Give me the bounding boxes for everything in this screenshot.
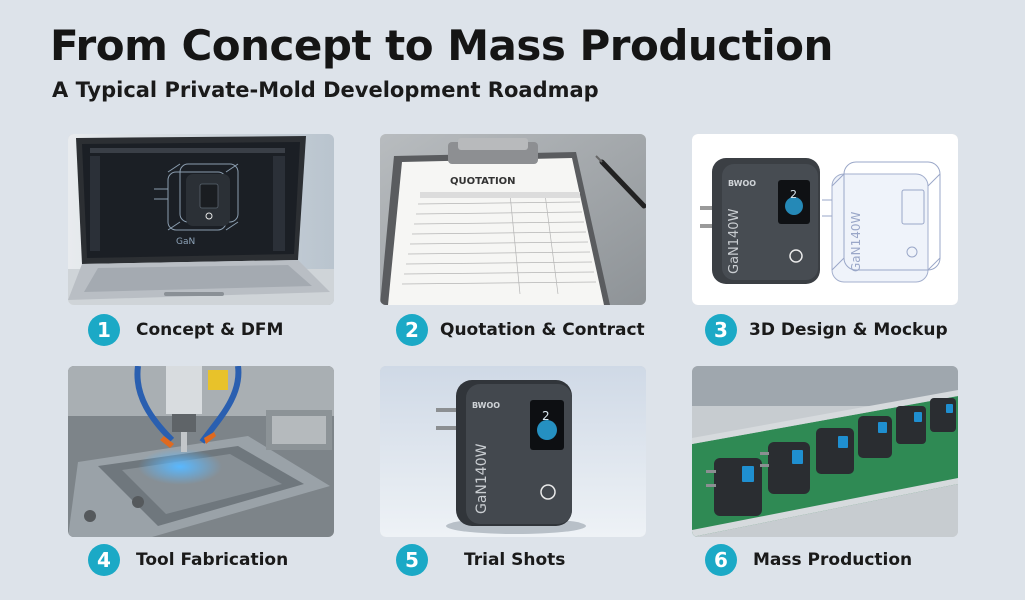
- page-subtitle: A Typical Private-Mold Development Roadm…: [52, 78, 599, 102]
- page-title: From Concept to Mass Production: [50, 21, 833, 70]
- concept-dfm-image: GaN: [68, 134, 334, 305]
- step-tool-fabrication: 4 Tool Fabrication: [88, 542, 288, 578]
- step-number-badge: 3: [705, 314, 737, 346]
- step-number-badge: 2: [396, 314, 428, 346]
- charger-brand: BWOO: [728, 179, 756, 188]
- step-label: Quotation & Contract: [440, 320, 645, 340]
- step-label: 3D Design & Mockup: [749, 320, 948, 340]
- step-number-badge: 5: [396, 544, 428, 576]
- quotation-doc-title: QUOTATION: [450, 176, 516, 187]
- step-number-badge: 1: [88, 314, 120, 346]
- mass-production-image: [692, 366, 958, 537]
- step-concept-dfm: 1 Concept & DFM: [88, 312, 283, 348]
- charger-model: GaN140W: [727, 208, 742, 274]
- quotation-contract-image: QUOTATION: [380, 134, 646, 305]
- screen-digit: 2: [790, 188, 797, 201]
- svg-text:2: 2: [542, 409, 550, 423]
- svg-text:GaN140W: GaN140W: [849, 211, 863, 272]
- step-label: Trial Shots: [464, 550, 566, 570]
- step-label: Mass Production: [753, 550, 913, 570]
- trial-shots-image: 2 BWOO GaN140W: [380, 366, 646, 537]
- step-design-mockup: 3 3D Design & Mockup: [705, 312, 948, 348]
- step-label: Tool Fabrication: [136, 550, 289, 570]
- step-trial-shots: 5 Trial Shots: [396, 542, 565, 578]
- step-number-badge: 4: [88, 544, 120, 576]
- step-mass-production: 6 Mass Production: [705, 542, 912, 578]
- step-quotation-contract: 2 Quotation & Contract: [396, 312, 645, 348]
- design-mockup-image: 2 BWOO GaN140W GaN140W: [692, 134, 958, 305]
- tool-fabrication-image: [68, 366, 334, 537]
- svg-text:GaN140W: GaN140W: [474, 443, 490, 514]
- svg-text:BWOO: BWOO: [472, 401, 500, 410]
- step-number-badge: 6: [705, 544, 737, 576]
- step-label: Concept & DFM: [136, 320, 284, 340]
- svg-text:GaN: GaN: [176, 237, 195, 247]
